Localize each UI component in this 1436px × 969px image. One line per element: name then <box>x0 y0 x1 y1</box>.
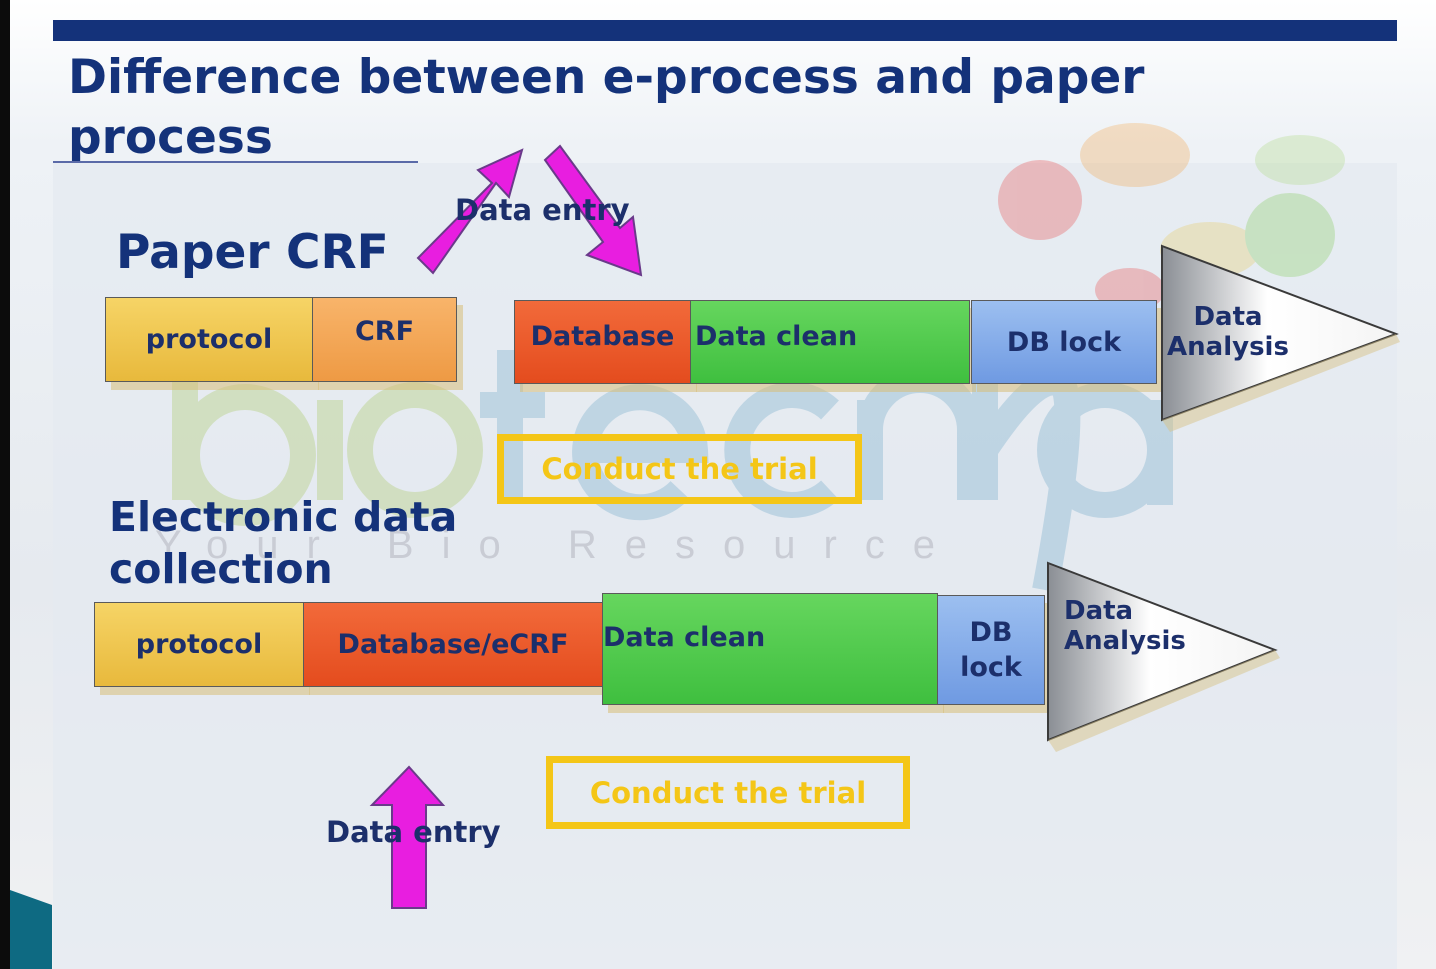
watermark-tagline: Your Bio Resource <box>155 523 964 567</box>
paper-data-clean-label: Data clean <box>695 321 858 352</box>
paper-crf-box: CRF <box>312 297 457 382</box>
edc-heading-line2: collection <box>109 545 333 593</box>
paper-conduct-trial-label: Conduct the trial <box>541 452 818 486</box>
edc-db-lock-box: DB lock <box>937 595 1045 705</box>
edc-database-ecrf-label: Database/eCRF <box>337 629 569 660</box>
edc-analysis-label: Data Analysis <box>1064 596 1186 656</box>
paper-db-lock-label: DB lock <box>1006 326 1122 358</box>
edc-protocol-label: protocol <box>135 629 263 660</box>
edc-data-clean-label: Data clean <box>603 622 766 653</box>
paper-conduct-trial-box: Conduct the trial <box>497 434 862 504</box>
paper-db-lock-box: DB lock <box>971 300 1157 384</box>
edc-protocol-box: protocol <box>94 602 304 687</box>
edc-conduct-trial-label: Conduct the trial <box>589 775 867 810</box>
paper-data-clean-box: Data clean <box>690 300 970 384</box>
paper-crf-heading: Paper CRF <box>116 225 389 280</box>
paper-analysis-line2: Analysis <box>1167 332 1289 362</box>
paper-analysis-label: Data Analysis <box>1166 302 1290 362</box>
edc-conduct-trial-box: Conduct the trial <box>546 756 910 829</box>
paper-crf-label: CRF <box>354 316 415 347</box>
slide-title: Difference between e-process and paper p… <box>68 50 1145 165</box>
paper-analysis-line1: Data <box>1193 302 1263 332</box>
paper-protocol-box: protocol <box>105 297 313 382</box>
paper-data-entry-label: Data entry <box>455 193 630 227</box>
edc-heading: Electronic data collection <box>109 491 457 595</box>
edc-database-ecrf-box: Database/eCRF <box>303 602 603 687</box>
left-edge-bar <box>0 0 10 969</box>
edc-db-lock-line1: DB <box>969 617 1013 648</box>
edc-analysis-line2: Analysis <box>1064 626 1186 656</box>
edc-analysis-line1: Data <box>1064 596 1134 626</box>
edc-heading-line1: Electronic data <box>109 493 458 541</box>
edc-db-lock-line2: lock <box>960 652 1022 683</box>
paper-protocol-label: protocol <box>145 324 273 355</box>
title-underline <box>53 161 418 163</box>
edc-data-entry-label: Data entry <box>326 815 501 849</box>
paper-database-label: Database <box>530 321 675 352</box>
title-top-bar <box>53 20 1397 41</box>
paper-database-box: Database <box>514 300 691 384</box>
edc-data-clean-box: Data clean <box>602 593 938 705</box>
